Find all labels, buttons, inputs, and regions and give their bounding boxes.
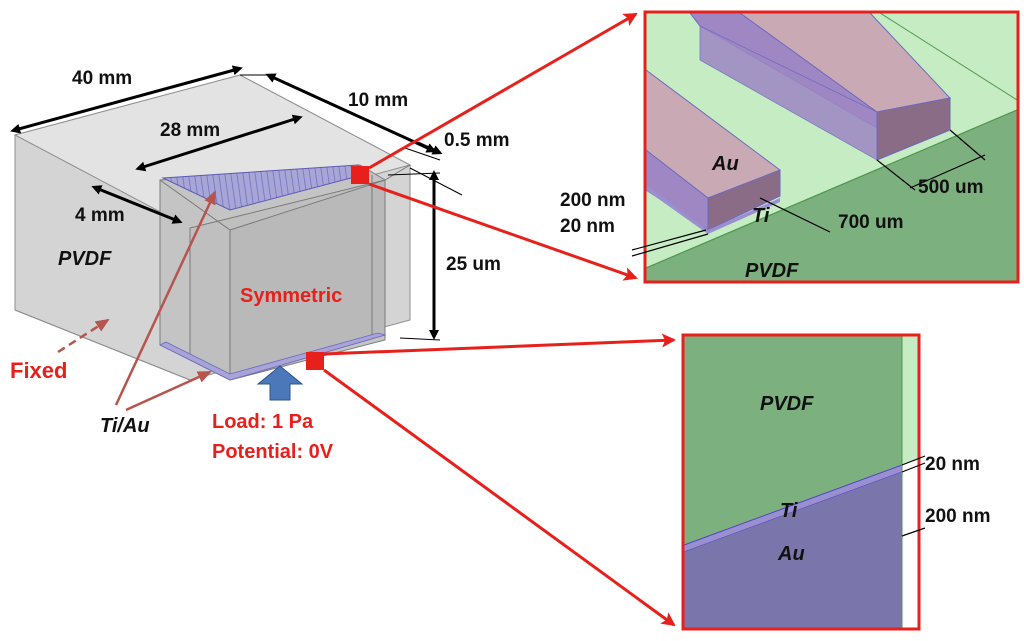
- dim-10mm: 10 mm: [348, 90, 408, 111]
- label-potential: Potential: 0V: [212, 441, 334, 463]
- inset-bottom-frame: [681, 333, 921, 631]
- inset-bottom-pvdf: PVDF: [760, 393, 814, 415]
- inset-bottom-ti: Ti: [780, 500, 798, 522]
- tiau-arrow-top: [114, 190, 217, 406]
- label-pvdf-main: PVDF: [58, 248, 112, 270]
- inset-top-pvdf: PVDF: [745, 260, 799, 282]
- inset-top-200nm: 200 nm: [560, 190, 625, 211]
- tiau-arrow-bottom: [125, 370, 212, 412]
- inset-bottom: PVDF Ti Au 20 nm 200 nm: [681, 333, 990, 631]
- load-arrow: [256, 365, 304, 401]
- dimension-lines: [10, 65, 443, 340]
- inset-bottom-20nm: 20 nm: [925, 454, 980, 475]
- marker-bottom: [306, 352, 324, 370]
- dim-25um: 25 um: [446, 254, 501, 275]
- inset-top-frame: [643, 10, 1020, 284]
- marker-top: [351, 166, 369, 184]
- label-load: Load: 1 Pa: [212, 411, 314, 433]
- label-tiau: Ti/Au: [100, 415, 150, 437]
- dim-40mm: 40 mm: [72, 68, 132, 89]
- zoom-lines: [323, 12, 676, 627]
- inset-bottom-200nm: 200 nm: [925, 506, 990, 527]
- inset-top-au: Au: [711, 153, 739, 175]
- inset-top-500um: 500 um: [918, 177, 983, 198]
- inset-top-20nm: 20 nm: [560, 216, 615, 237]
- label-symmetric: Symmetric: [240, 285, 342, 307]
- dim-4mm: 4 mm: [75, 205, 125, 226]
- inset-top-ti: Ti: [752, 205, 770, 227]
- label-fixed: Fixed: [10, 358, 67, 383]
- dim-05mm: 0.5 mm: [444, 130, 509, 151]
- bottom-electrode: [159, 332, 387, 381]
- fixed-arrow: [57, 318, 110, 354]
- inset-bottom-au: Au: [777, 543, 805, 565]
- dim-28mm: 28 mm: [160, 120, 220, 141]
- inset-top: Au Ti PVDF 200 nm 20 nm 700 um 500 um: [560, 10, 1020, 284]
- inset-top-700um: 700 um: [838, 212, 903, 233]
